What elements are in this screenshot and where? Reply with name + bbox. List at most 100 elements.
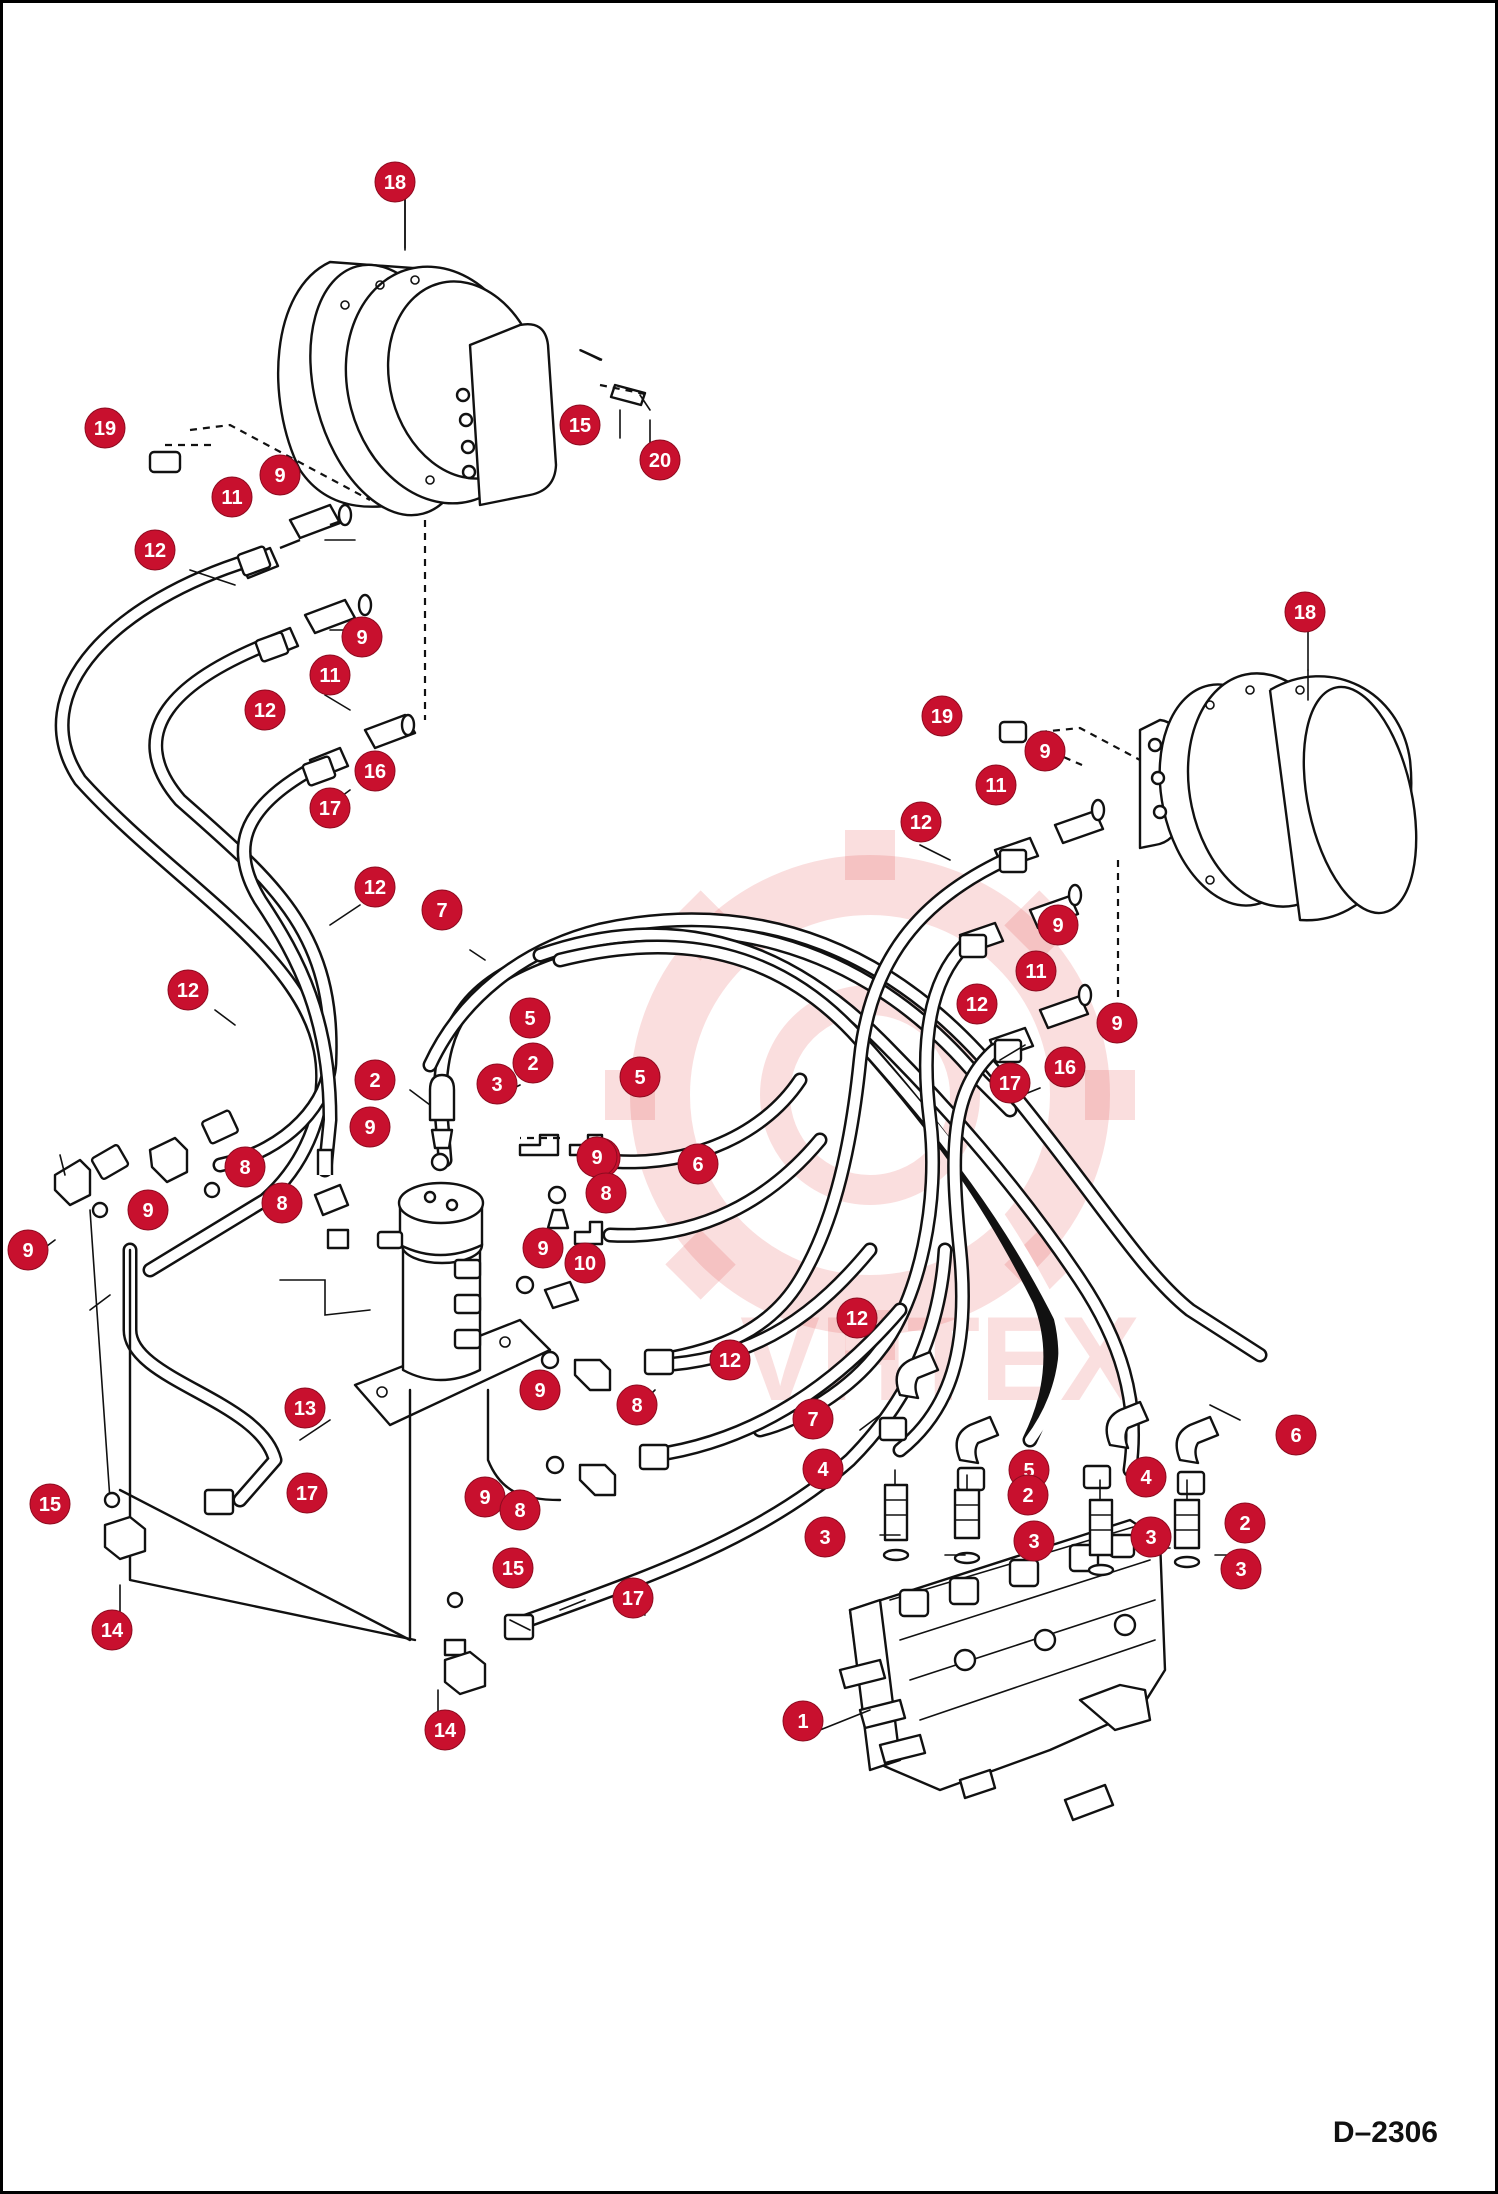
callout-label: 8 <box>631 1395 642 1417</box>
callout-19-marker: 19 <box>921 695 963 737</box>
callout-7-marker: 7 <box>792 1398 834 1440</box>
callout-label: 15 <box>569 415 591 437</box>
callout-12-marker: 12 <box>956 983 998 1025</box>
callout-label: 9 <box>1052 915 1063 937</box>
callout-11-marker: 11 <box>211 476 253 518</box>
center-swivel-joint <box>353 1181 552 1427</box>
callout-12-marker: 12 <box>167 969 209 1011</box>
callout-dot <box>349 1106 391 1148</box>
callout-label: 5 <box>1023 1460 1034 1482</box>
callout-11-marker: 11 <box>975 764 1017 806</box>
callout-label: 12 <box>719 1350 741 1372</box>
callout-dot <box>512 1042 554 1084</box>
callout-label: 8 <box>514 1500 525 1522</box>
callout-12-marker: 12 <box>900 801 942 843</box>
callout-16-marker: 16 <box>1044 1046 1086 1088</box>
callout-2-marker: 2 <box>1224 1502 1266 1544</box>
hydraulic-hoses <box>54 552 1268 1633</box>
callout-17-marker: 17 <box>309 787 351 829</box>
callout-label: 9 <box>22 1240 33 1262</box>
callout-label: 6 <box>1290 1425 1301 1447</box>
callout-dot <box>900 801 942 843</box>
callout-5-marker: 5 <box>619 1056 661 1098</box>
callout-7-marker: 7 <box>421 889 463 931</box>
callout-dot <box>836 1297 878 1339</box>
callout-dot <box>127 1189 169 1231</box>
callout-12-marker: 12 <box>709 1339 751 1381</box>
callout-8-marker: 8 <box>261 1182 303 1224</box>
callout-dot <box>616 1384 658 1426</box>
callout-dot <box>956 983 998 1025</box>
callout-label: 10 <box>574 1253 596 1275</box>
callout-5-marker: 5 <box>509 997 551 1039</box>
hose-end-fittings <box>90 545 1220 1641</box>
callout-13-marker: 13 <box>284 1387 326 1429</box>
callout-9-marker: 9 <box>127 1189 169 1231</box>
callout-label: 9 <box>142 1200 153 1222</box>
callout-label: 11 <box>319 665 340 687</box>
callout-dot <box>224 1146 266 1188</box>
callout-16-marker: 16 <box>354 750 396 792</box>
control-valve-assembly <box>838 1518 1167 1822</box>
callout-dot <box>309 787 351 829</box>
callout-dot <box>559 404 601 446</box>
callout-dot <box>167 969 209 1011</box>
callout-dot <box>792 1398 834 1440</box>
callout-label: 2 <box>527 1053 538 1075</box>
callout-label: 11 <box>985 775 1006 797</box>
callout-markers: 1819152091112911121617127125232598899896… <box>7 161 1326 1751</box>
callout-2-marker: 2 <box>512 1042 554 1084</box>
callout-label: 5 <box>524 1008 535 1030</box>
callout-dot <box>1096 1002 1138 1044</box>
callout-label: 9 <box>356 627 367 649</box>
callout-label: 19 <box>931 706 953 728</box>
callout-dot <box>1007 1474 1049 1516</box>
callout-3-marker: 3 <box>1220 1548 1262 1590</box>
callout-label: 9 <box>1111 1013 1122 1035</box>
callout-3-marker: 3 <box>476 1063 518 1105</box>
callout-label: 12 <box>254 700 276 722</box>
callout-label: 2 <box>1239 1513 1250 1535</box>
callout-dot <box>354 866 396 908</box>
callout-6-marker: 6 <box>1275 1414 1317 1456</box>
callout-label: 12 <box>966 994 988 1016</box>
callout-label: 17 <box>319 798 341 820</box>
callout-label: 12 <box>177 980 199 1002</box>
callout-label: 4 <box>1140 1467 1152 1489</box>
callout-label: 18 <box>1294 602 1316 624</box>
callout-label: 19 <box>94 418 116 440</box>
callout-11-marker: 11 <box>1015 950 1057 992</box>
callout-10-marker: 10 <box>564 1242 606 1284</box>
callout-dot <box>1013 1520 1055 1562</box>
callout-dot <box>244 689 286 731</box>
callout-label: 1 <box>797 1711 808 1733</box>
leader-lines <box>34 194 1309 1746</box>
callout-15-marker: 15 <box>29 1483 71 1525</box>
callout-label: 12 <box>144 540 166 562</box>
callout-dot <box>354 1059 396 1101</box>
callout-1-marker: 1 <box>782 1700 824 1742</box>
callout-label: 9 <box>591 1147 602 1169</box>
callout-label: 9 <box>537 1238 548 1260</box>
callout-label: 16 <box>1054 1057 1076 1079</box>
callout-label: 9 <box>479 1487 490 1509</box>
callout-label: 5 <box>634 1067 645 1089</box>
callout-dot <box>975 764 1017 806</box>
callout-dot <box>374 161 416 203</box>
callout-dot <box>1024 730 1066 772</box>
callout-9-marker: 9 <box>576 1136 618 1178</box>
callout-dot <box>921 695 963 737</box>
left-travel-motor <box>277 260 558 517</box>
callout-9-marker: 9 <box>522 1227 564 1269</box>
callout-dot <box>421 889 463 931</box>
callout-dot <box>261 1182 303 1224</box>
callout-label: 9 <box>274 465 285 487</box>
callout-8-marker: 8 <box>499 1489 541 1531</box>
callout-dot <box>91 1609 133 1651</box>
callout-label: 11 <box>221 487 242 509</box>
callout-dot <box>509 997 551 1039</box>
callout-8-marker: 8 <box>585 1172 627 1214</box>
callout-4-marker: 4 <box>802 1448 844 1490</box>
callout-12-marker: 12 <box>836 1297 878 1339</box>
